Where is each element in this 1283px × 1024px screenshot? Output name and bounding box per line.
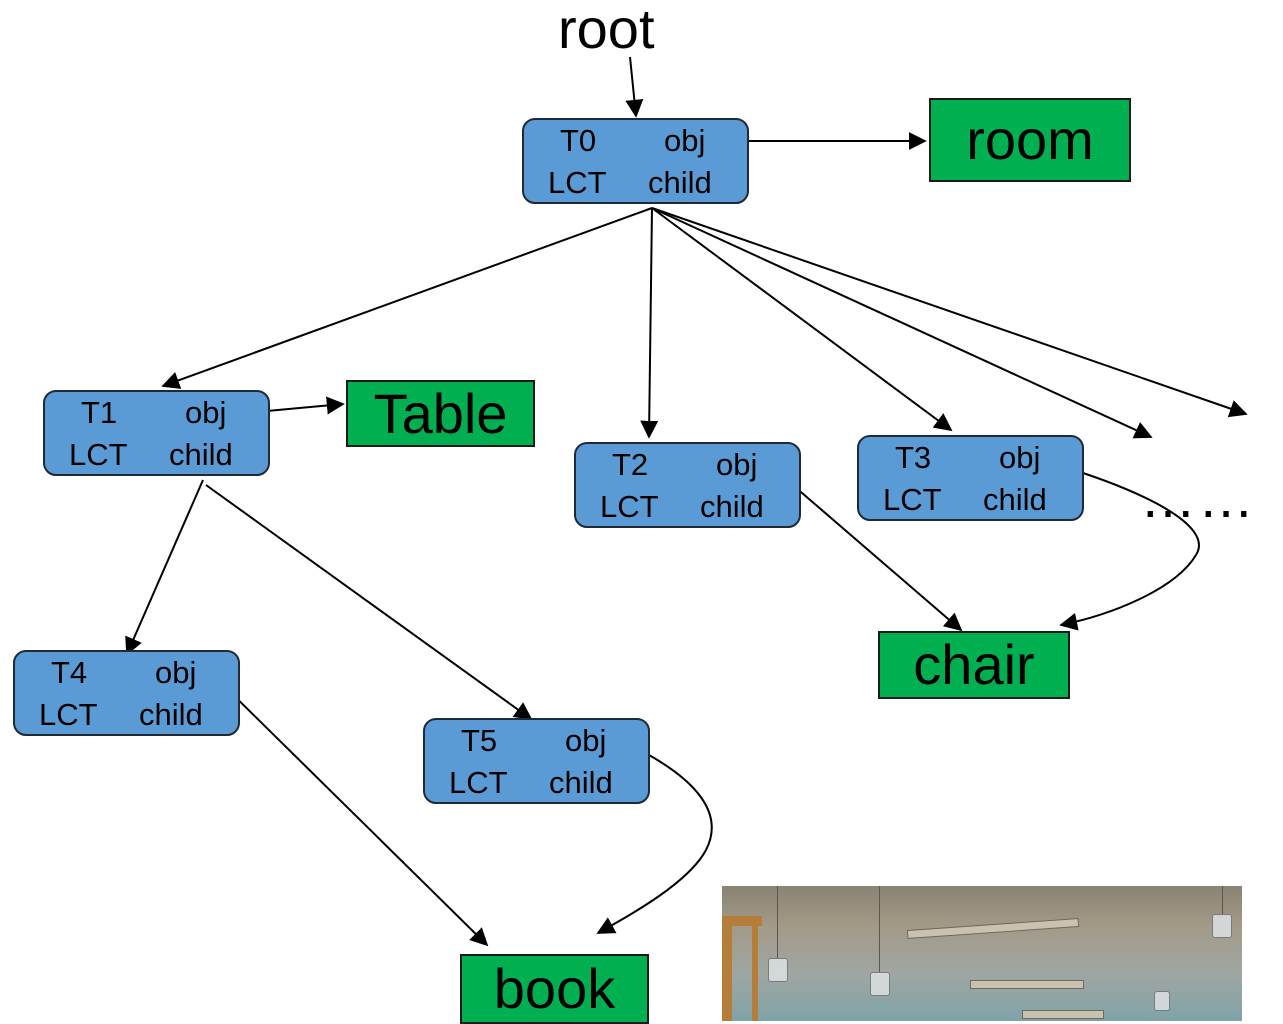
label-book: book — [460, 954, 649, 1024]
node-child-field: child — [983, 482, 1047, 517]
node-obj-field: obj — [999, 440, 1041, 475]
node-obj-field: obj — [664, 123, 706, 158]
edge-t0-to-t2 — [640, 207, 659, 439]
node-id: T3 — [895, 440, 932, 475]
edge-t0-to-more-2 — [651, 207, 1248, 418]
tree-node-t2: T2 obj LCT child — [574, 442, 801, 528]
node-id: T1 — [81, 395, 118, 430]
node-obj-field: obj — [155, 655, 197, 690]
root-label: root — [558, 0, 655, 60]
edge-t4-obj-to-book — [211, 673, 489, 947]
edge-t5-obj-to-book — [596, 745, 713, 934]
node-lct-field: LCT — [39, 697, 98, 732]
tree-node-t5: T5 obj LCT child — [423, 718, 650, 804]
node-id: T5 — [461, 723, 498, 758]
edge-t0-to-more-1 — [651, 207, 1153, 439]
more-children-ellipsis: …… — [1140, 466, 1256, 529]
edge-t0-to-t3 — [651, 207, 953, 432]
node-id: T2 — [612, 447, 649, 482]
edge-t3-obj-to-chair — [1057, 464, 1200, 631]
edge-t2-obj-to-chair — [779, 473, 963, 632]
edge-t1-to-t5 — [205, 484, 533, 721]
edge-t0-to-t1 — [161, 207, 653, 389]
node-child-field: child — [169, 437, 233, 472]
label-table: Table — [346, 380, 535, 447]
tree-node-t1: T1 obj LCT child — [43, 390, 270, 476]
node-child-field: child — [648, 165, 712, 200]
node-lct-field: LCT — [449, 765, 508, 800]
node-obj-field: obj — [565, 723, 607, 758]
node-id: T4 — [51, 655, 88, 690]
node-lct-field: LCT — [548, 165, 607, 200]
tree-node-t0: T0 obj LCT child — [522, 118, 749, 204]
node-obj-field: obj — [716, 447, 758, 482]
node-child-field: child — [549, 765, 613, 800]
tree-node-t4: T4 obj LCT child — [13, 650, 240, 736]
node-obj-field: obj — [185, 395, 227, 430]
label-room: room — [929, 98, 1131, 182]
edge-root-to-t0 — [625, 56, 644, 118]
node-child-field: child — [700, 489, 764, 524]
tree-node-t3: T3 obj LCT child — [857, 435, 1084, 521]
node-id: T0 — [560, 123, 597, 158]
classroom-photo — [722, 886, 1242, 1021]
edge-t1-to-t4 — [125, 479, 204, 656]
edge-t1-obj-to-table — [255, 396, 345, 415]
node-lct-field: LCT — [69, 437, 128, 472]
node-lct-field: LCT — [883, 482, 942, 517]
node-lct-field: LCT — [600, 489, 659, 524]
label-chair: chair — [878, 631, 1070, 699]
node-child-field: child — [139, 697, 203, 732]
